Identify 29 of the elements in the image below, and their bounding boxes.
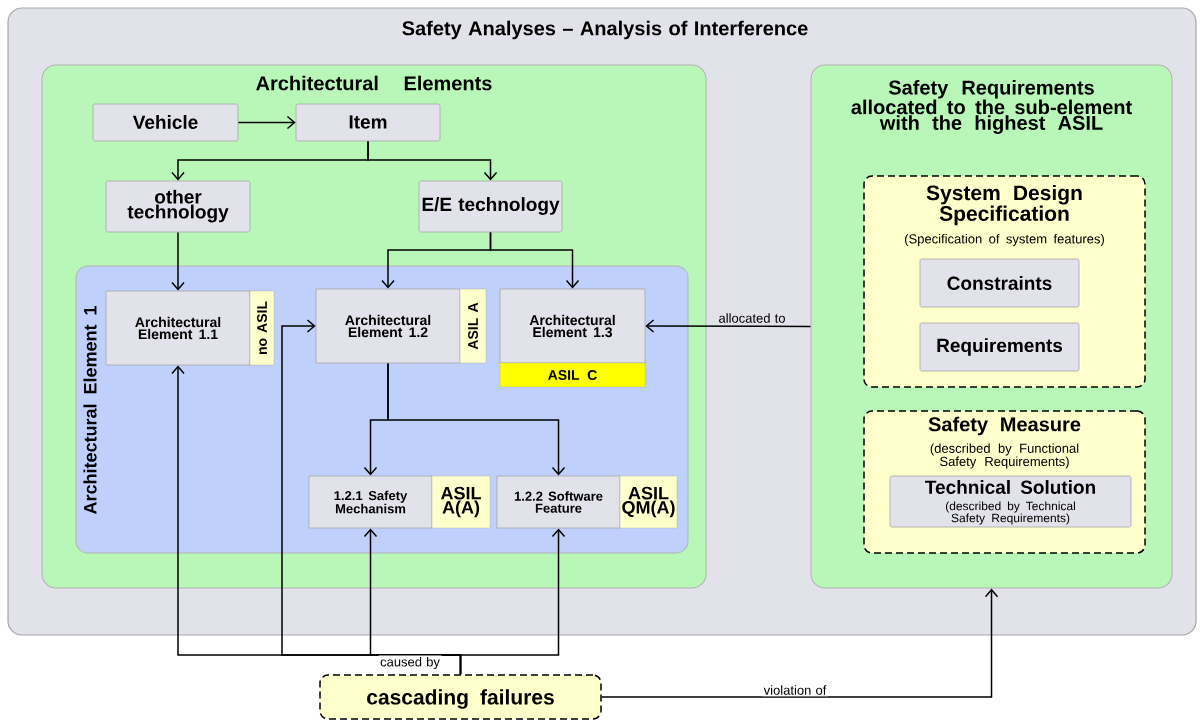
node-label: ASIL QM(A) — [622, 486, 675, 518]
element-box: 1.2.1 Safety Mechanism ASIL A(A) — [308, 475, 491, 529]
process-box: Requirements — [919, 322, 1080, 372]
element-box: Architectural Element 1.1 no ASIL — [105, 290, 275, 366]
arrow — [489, 231, 580, 289]
arrow — [387, 362, 566, 476]
node-label: ASIL C — [548, 370, 597, 380]
node-label: ASIL A — [468, 302, 478, 350]
process-box: Constraints — [919, 258, 1080, 308]
element-box: Architectural Element 1.2 ASIL A — [315, 288, 487, 364]
arrow — [367, 140, 498, 181]
node-label: no ASIL — [257, 301, 267, 355]
edge-label: violation of — [762, 683, 828, 697]
node-label: ASIL A(A) — [440, 486, 481, 518]
process-box: Vehicle — [92, 103, 239, 142]
process-box: other technology — [105, 180, 251, 233]
arrow — [601, 588, 999, 698]
element-box: 1.2.2 Software Feature ASIL QM(A) — [496, 475, 678, 529]
edge-label: caused by — [378, 655, 442, 671]
arrow — [459, 528, 566, 675]
process-box: Item — [295, 103, 441, 142]
dashed-box: cascading failures — [319, 674, 602, 720]
element-box: Architectural Element 1.3 ASIL C — [499, 288, 646, 388]
process-box: E/E technology — [418, 180, 563, 233]
arrow — [237, 115, 296, 130]
title: Safety Analyses – Analysis of Interference — [402, 20, 808, 40]
process-box: Technical Solution (described by Technical Safety Requirements) — [889, 475, 1132, 528]
arrow — [171, 231, 185, 291]
arrow — [645, 319, 812, 333]
